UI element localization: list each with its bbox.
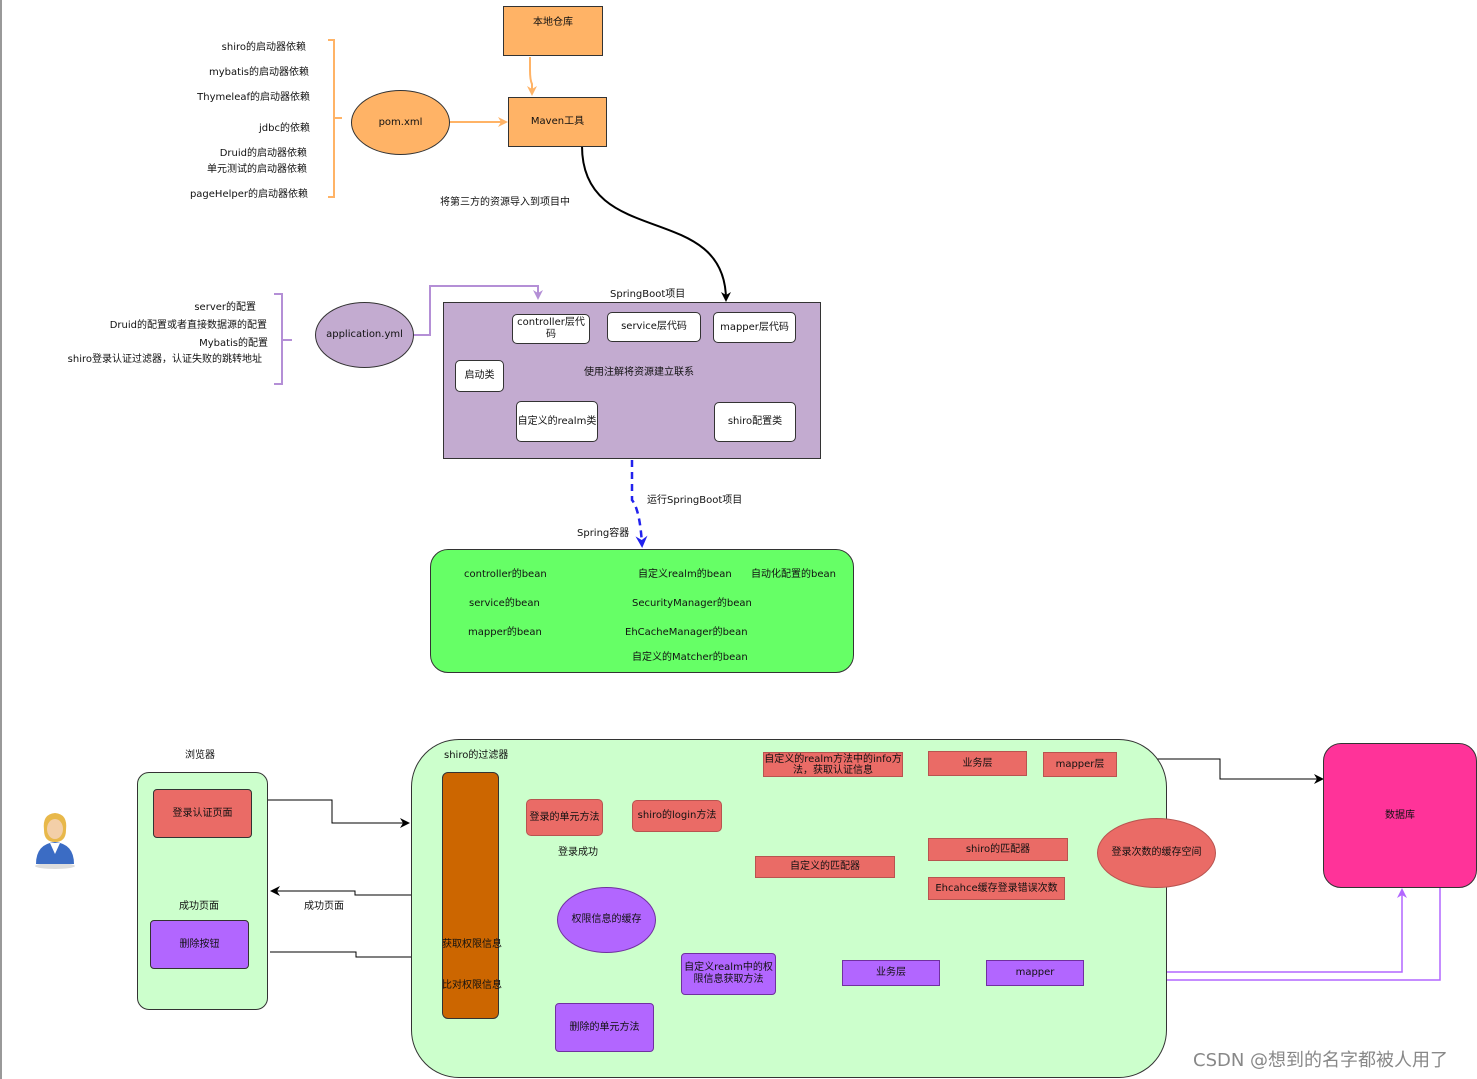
shiro-login-method-label: shiro的login方法 [637,810,717,821]
database-label: 数据库 [1385,809,1415,821]
mapper-layer-label: mapper层 [1055,758,1105,770]
pom-dep-jdbc: jdbc的依赖 [259,123,310,134]
login-unit-method-box[interactable]: 登录的单元方法 [526,799,603,836]
shiro-filter-bar[interactable] [442,772,499,1019]
service-code-label: service层代码 [621,321,687,332]
yml-item-shiro: shiro登录认证过滤器，认证失败的跳转地址 [67,354,262,365]
custom-matcher-box[interactable]: 自定义的匹配器 [755,856,895,878]
realm-permission-method-box[interactable]: 自定义realm中的权限信息获取方法 [681,953,776,995]
application-yml-ellipse[interactable]: application.yml [315,302,414,368]
springboot-title: SpringBoot项目 [610,289,686,300]
permission-cache-label: 权限信息的缓存 [571,914,642,925]
spring-container[interactable] [430,549,854,673]
compare-permission-label: 比对权限信息 [442,980,502,991]
bean-security-manager: SecurityManager的bean [632,598,752,609]
user-avatar-icon [30,808,80,870]
annotation-note: 使用注解将资源建立联系 [584,367,694,378]
mapper-code-label: mapper层代码 [720,321,789,333]
pom-ellipse[interactable]: pom.xml [351,90,450,155]
success-page-title: 成功页面 [179,901,219,912]
realm-info-method-box[interactable]: 自定义的realm方法中的info方法，获取认证信息 [763,752,903,777]
yml-item-server: server的配置 [194,302,256,313]
business-layer-2[interactable]: 业务层 [842,960,940,986]
controller-code-label: controller层代码 [517,317,585,340]
mapper-layer-box[interactable]: mapper层 [1043,752,1117,777]
business-layer-2-label: 业务层 [876,967,906,978]
success-page-label: 成功页面 [304,901,344,912]
bean-mapper: mapper的bean [468,627,542,638]
local-repo-box[interactable]: 本地仓库 [503,6,603,56]
pom-dep-mybatis: mybatis的启动器依赖 [208,67,309,78]
ehcache-error-count-label: Ehcahce缓存登录错误次数 [935,882,1058,894]
login-count-cache-ellipse[interactable]: 登录次数的缓存空间 [1097,818,1216,888]
pom-dep-shiro: shiro的启动器依赖 [221,42,306,53]
shiro-flow-panel[interactable] [411,739,1167,1078]
bean-realm: 自定义realm的bean [638,569,732,580]
maven-label: Maven工具 [530,116,585,127]
bean-ehcache-manager: EhCacheManager的bean [625,627,748,638]
business-layer-1-label: 业务层 [962,757,993,769]
service-code-box[interactable]: service层代码 [607,312,701,342]
bean-matcher: 自定义的Matcher的bean [632,652,748,663]
ehcache-error-count-box[interactable]: Ehcahce缓存登录错误次数 [928,877,1065,900]
login-unit-method-label: 登录的单元方法 [529,811,600,823]
run-springboot-label: 运行SpringBoot项目 [647,495,743,506]
realm-class-label: 自定义的realm类 [517,415,597,427]
yml-item-mybatis: Mybatis的配置 [199,338,268,349]
bean-service: service的bean [469,598,540,609]
pom-dep-test: 单元测试的启动器依赖 [207,164,307,175]
yml-item-druid: Druid的配置或者直接数据源的配置 [109,320,267,331]
pom-dep-druid: Druid的启动器依赖 [219,148,307,159]
import-label: 将第三方的资源导入到项目中 [440,197,570,208]
realm-permission-method-label: 自定义realm中的权限信息获取方法 [684,962,773,985]
application-yml-label: application.yml [326,329,403,340]
database-box[interactable]: 数据库 [1323,743,1477,888]
controller-code-box[interactable]: controller层代码 [512,314,590,344]
mapper-box-2[interactable]: mapper [986,960,1084,986]
delete-unit-method-box[interactable]: 删除的单元方法 [555,1003,654,1052]
delete-unit-method-label: 删除的单元方法 [569,1021,640,1033]
login-page-label: 登录认证页面 [172,807,233,819]
mapper-box-2-label: mapper [1015,967,1055,978]
startup-class-box[interactable]: 启动类 [455,360,504,392]
shiro-matcher-label: shiro的匹配器 [965,843,1031,855]
login-success-label: 登录成功 [558,847,598,858]
shiro-matcher-box[interactable]: shiro的匹配器 [928,838,1068,861]
realm-class-box[interactable]: 自定义的realm类 [516,401,598,442]
login-count-cache-label: 登录次数的缓存空间 [1111,847,1202,858]
shiro-config-label: shiro配置类 [727,416,783,427]
startup-class-label: 启动类 [464,370,495,381]
pom-dep-pagehelper: pageHelper的启动器依赖 [189,189,308,200]
pom-dep-thymeleaf: Thymeleaf的启动器依赖 [197,92,310,103]
local-repo-label: 本地仓库 [533,17,573,28]
business-layer-1[interactable]: 业务层 [928,751,1027,776]
bean-controller: controller的bean [464,569,547,580]
container-title: Spring容器 [577,528,630,539]
delete-button-label: 删除按钮 [179,938,220,950]
browser-title: 浏览器 [185,750,215,761]
permission-cache-ellipse[interactable]: 权限信息的缓存 [557,887,656,953]
maven-box[interactable]: Maven工具 [508,97,607,147]
login-page-box[interactable]: 登录认证页面 [153,789,252,838]
filter-title: shiro的过滤器 [444,750,509,761]
bean-autoconfig: 自动化配置的bean [751,569,836,580]
realm-info-method-label: 自定义的realm方法中的info方法，获取认证信息 [764,753,902,776]
pom-label: pom.xml [378,116,423,128]
mapper-code-box[interactable]: mapper层代码 [713,312,796,343]
custom-matcher-label: 自定义的匹配器 [790,861,860,872]
shiro-config-box[interactable]: shiro配置类 [714,402,796,442]
shiro-login-method-box[interactable]: shiro的login方法 [632,800,722,832]
get-permission-label: 获取权限信息 [442,939,502,950]
delete-button[interactable]: 删除按钮 [150,920,249,969]
csdn-watermark: CSDN @想到的名字都被人用了 [1193,1050,1449,1071]
